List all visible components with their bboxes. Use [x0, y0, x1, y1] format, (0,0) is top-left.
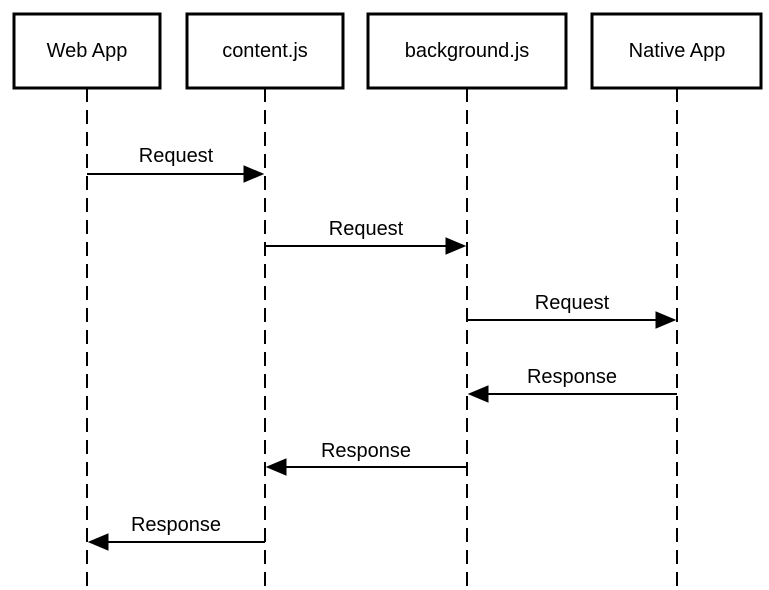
message-label: Request [329, 218, 404, 240]
participant-label: content.js [222, 40, 308, 62]
message-1: Request [87, 145, 265, 183]
participant-background: background.js [366, 12, 568, 90]
participant-box [590, 12, 763, 90]
message-label: Request [139, 145, 214, 167]
message-3: Request [467, 292, 677, 329]
participant-box [12, 12, 162, 90]
arrowhead-left [265, 458, 287, 476]
participant-webapp: Web App [12, 12, 162, 90]
participant-label: Native App [629, 40, 726, 62]
message-6: Response [87, 514, 265, 551]
arrowhead-right [243, 165, 265, 183]
message-label: Response [527, 366, 617, 388]
message-5: Response [265, 440, 467, 476]
message-4: Response [467, 366, 677, 403]
message-label: Request [535, 292, 610, 314]
participant-label: background.js [405, 40, 530, 62]
participant-box [185, 12, 345, 90]
participant-box [366, 12, 568, 90]
message-label: Response [131, 514, 221, 536]
arrowhead-left [467, 385, 489, 403]
participant-native: Native App [590, 12, 763, 90]
message-label: Response [321, 440, 411, 462]
message-2: Request [265, 218, 467, 255]
arrowhead-left [87, 533, 109, 551]
participant-content: content.js [185, 12, 345, 90]
arrowhead-right [445, 237, 467, 255]
arrowhead-right [655, 311, 677, 329]
participant-label: Web App [47, 40, 128, 62]
